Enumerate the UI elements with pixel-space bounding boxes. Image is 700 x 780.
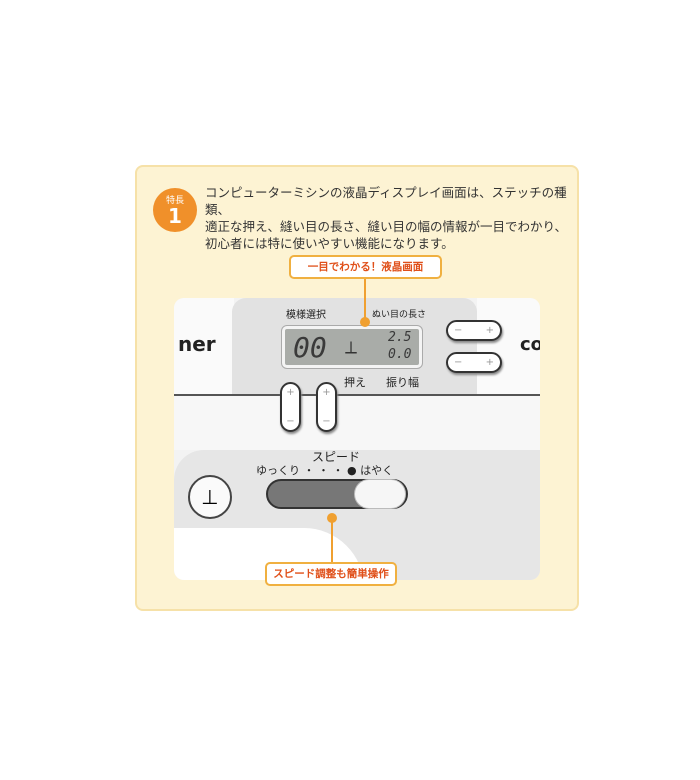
lcd-display: 00 ⟂ 2.5 0.0 [282,326,422,368]
sewing-machine-photo: ner co 模様選択 ぬい目の長さ 00 ⟂ 2.5 0.0 押え 振り幅 −… [174,298,540,580]
brand-logo-right: co [520,334,540,355]
speed-scale: ゆっくり ・ ・ ・ ● はやく [256,462,393,478]
badge-number: 1 [168,204,182,228]
callout-line [331,518,333,563]
minus-icon: − [322,416,331,427]
stitch-width-button[interactable]: −+ [446,352,502,373]
callout-dot [360,317,370,327]
feature-badge: 特長 1 [153,188,197,232]
lcd-length-value: 2.5 [388,330,412,345]
plus-icon: + [322,387,331,398]
presser-foot-label: 押え [344,376,366,389]
body-mid [174,396,540,450]
stitch-length-button[interactable]: −+ [446,320,502,341]
minus-icon: − [454,357,463,368]
speed-callout: スピード調整も簡単操作 [265,562,397,586]
feature-description: コンピューターミシンの液晶ディスプレイ画面は、ステッチの種類、 適正な押え、縫い… [205,184,575,252]
needle-icon: ⊥ [201,485,219,509]
description-line: コンピューターミシンの液晶ディスプレイ画面は、ステッチの種類、 [205,185,567,217]
speed-slider[interactable] [266,479,408,509]
description-line: 初心者には特に使いやすい機能になります。 [205,236,454,251]
pattern-label: 模様選択 [286,310,326,321]
minus-icon: − [286,416,295,427]
plus-icon: + [485,357,494,368]
speed-slider-knob[interactable] [354,479,406,509]
width-label: 振り幅 [386,376,419,389]
callout-line [364,278,366,322]
plus-icon: + [485,325,494,336]
lcd-callout: 一目でわかる！液晶画面 [289,255,442,279]
divider [174,394,540,396]
body-left [174,298,234,398]
speed-dots: ・ ・ ・ ● [303,464,357,477]
lcd-pattern-number: 00 [293,331,327,364]
badge-label: 特長 [165,196,184,206]
plus-icon: + [286,387,295,398]
pattern-select-button[interactable]: +− [280,382,301,432]
lcd-width-value: 0.0 [388,347,412,362]
minus-icon: − [454,325,463,336]
speed-fast-label: はやく [360,464,394,477]
description-line: 適正な押え、縫い目の長さ、縫い目の幅の情報が一目でわかり、 [205,219,568,234]
callout-dot [327,513,337,523]
speed-slow-label: ゆっくり [256,464,300,477]
presser-foot-icon: ⟂ [345,337,358,358]
body-right [477,298,540,394]
presser-foot-button[interactable]: +− [316,382,337,432]
stitch-length-label: ぬい目の長さ [372,310,427,320]
needle-position-button[interactable]: ⊥ [188,475,232,519]
speed-title: スピード [312,450,361,464]
brand-logo-left: ner [178,332,216,356]
